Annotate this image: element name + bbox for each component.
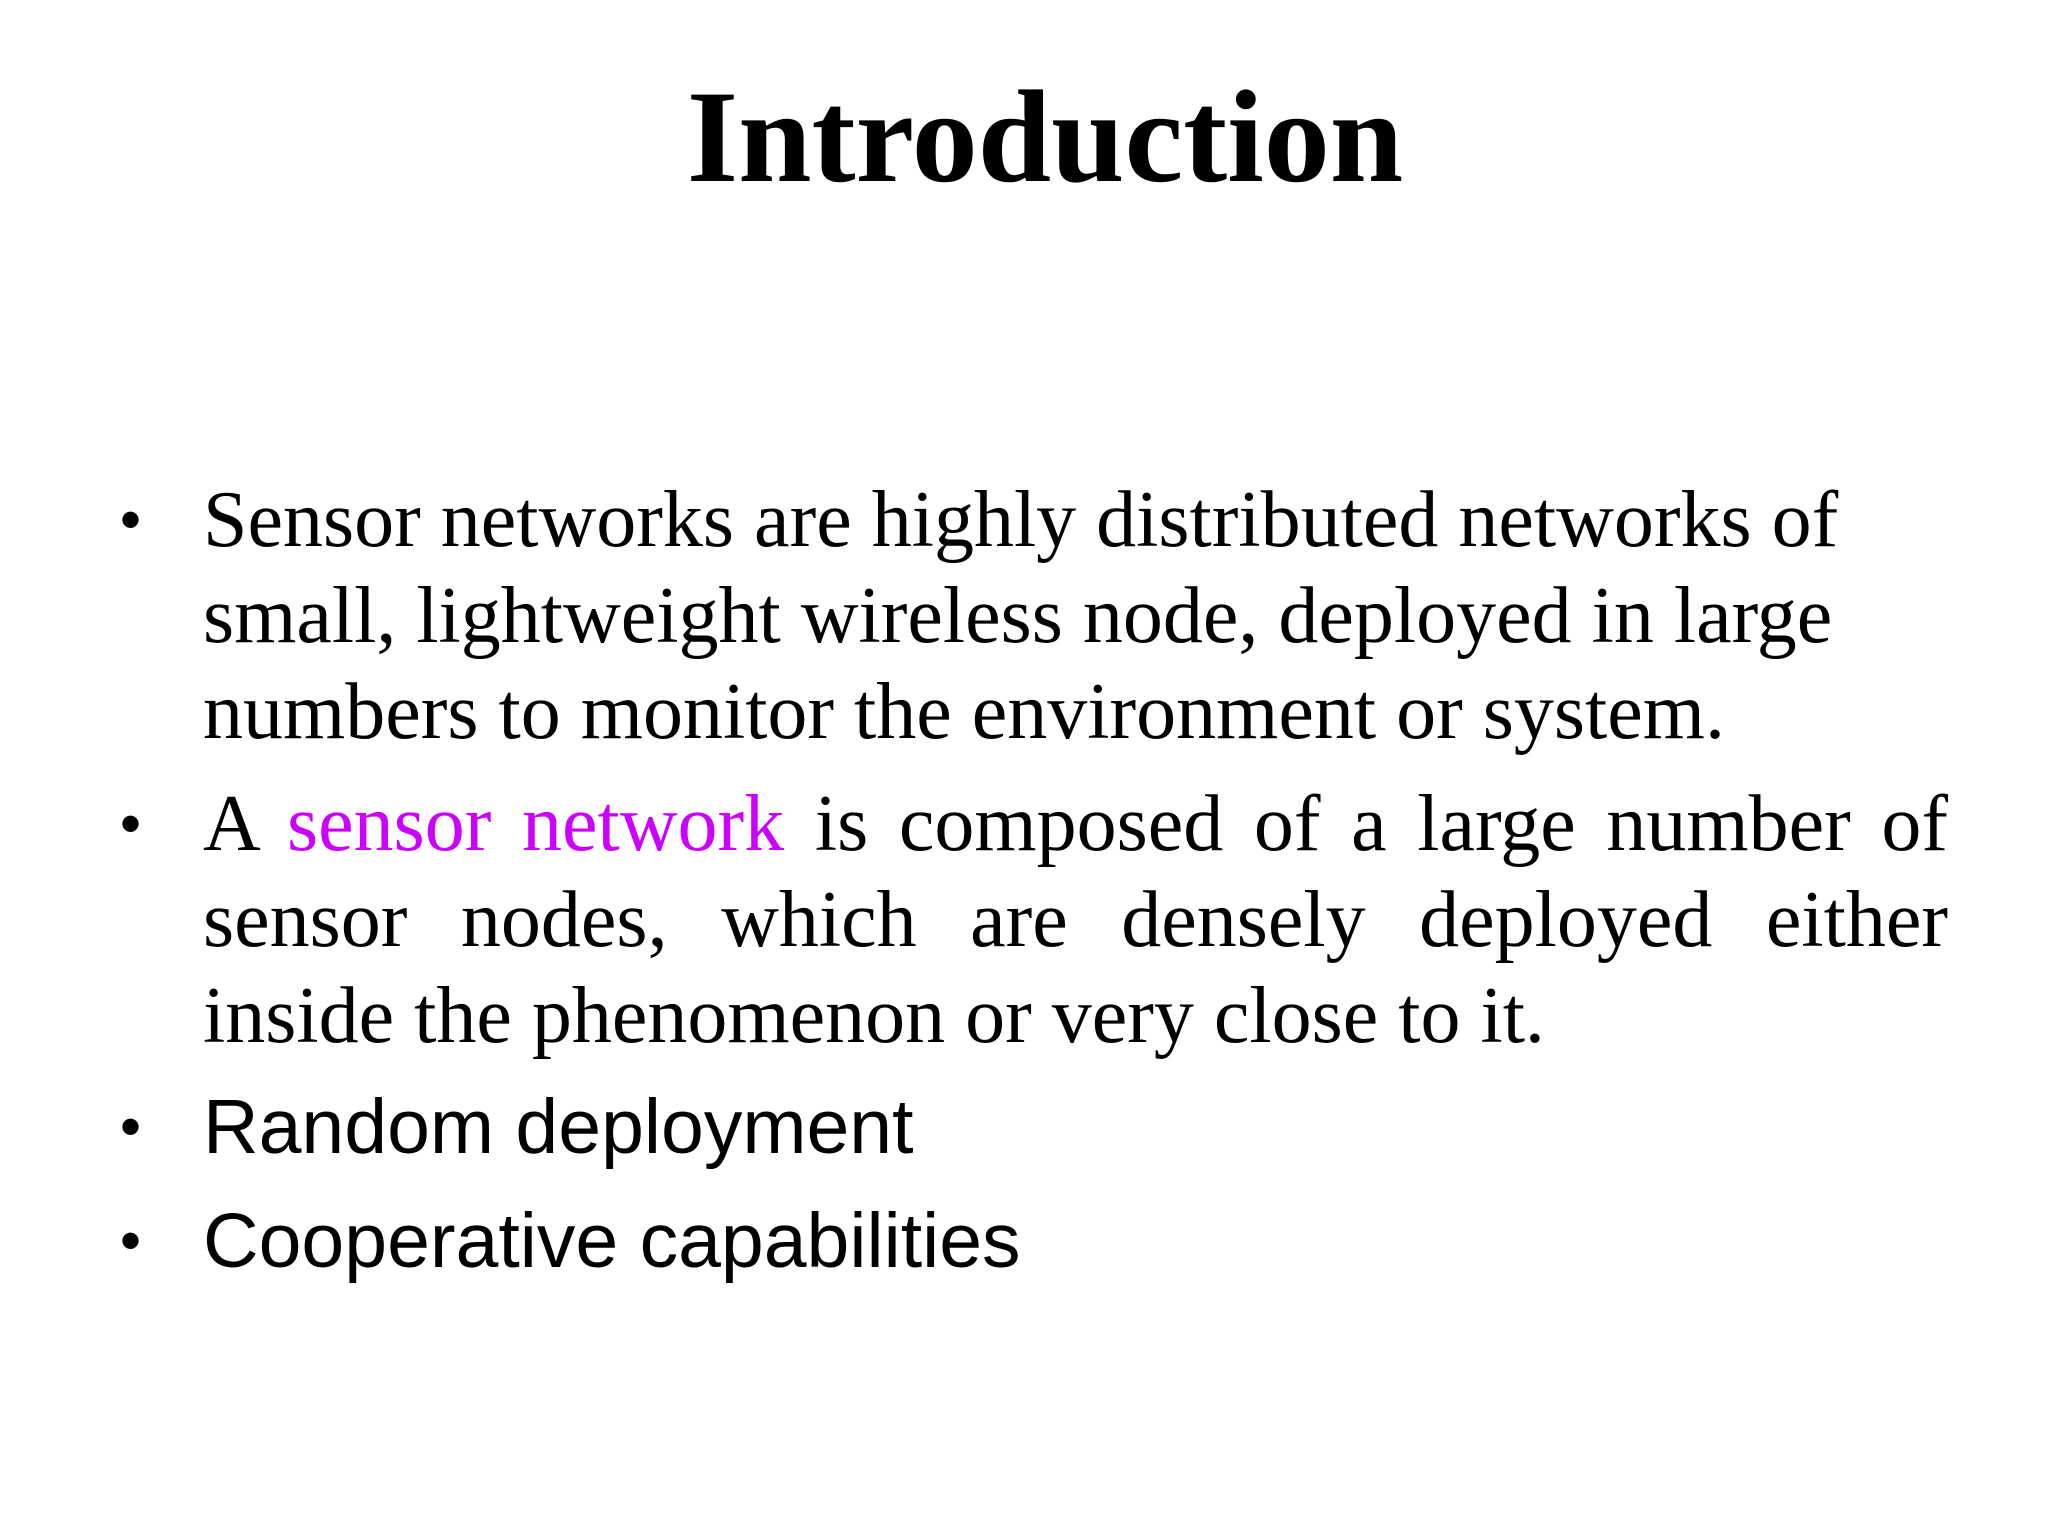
bullet-text: Sensor networks are highly distributed n… (203, 476, 1839, 756)
bullet-dot-icon: • (120, 1207, 142, 1274)
bullet-text: Cooperative capabilities (203, 1198, 1021, 1284)
bullet-dot-icon: • (120, 486, 142, 553)
bullet-item-sensor-network-composition: • A sensor network is composed of a larg… (120, 776, 1948, 1064)
bullet-dot-icon: • (120, 1093, 142, 1160)
bullet-item-cooperative-capabilities: • Cooperative capabilities (120, 1184, 1948, 1298)
highlighted-term: sensor network (287, 780, 785, 868)
bullet-text: Random deployment (203, 1084, 914, 1170)
bullet-item-sensor-networks-definition: • Sensor networks are highly distributed… (120, 472, 1948, 760)
bullet-text-suffix: is composed of a large number of sensor … (203, 780, 1948, 1060)
bullet-list: • Sensor networks are highly distributed… (120, 472, 1948, 1298)
bullet-dot-icon: • (120, 790, 142, 857)
bullet-item-random-deployment: • Random deployment (120, 1070, 1948, 1184)
bullet-text: A sensor network is composed of a large … (203, 776, 1948, 1064)
bullet-text-prefix: A (203, 780, 287, 868)
slide-title: Introduction (686, 63, 1404, 210)
